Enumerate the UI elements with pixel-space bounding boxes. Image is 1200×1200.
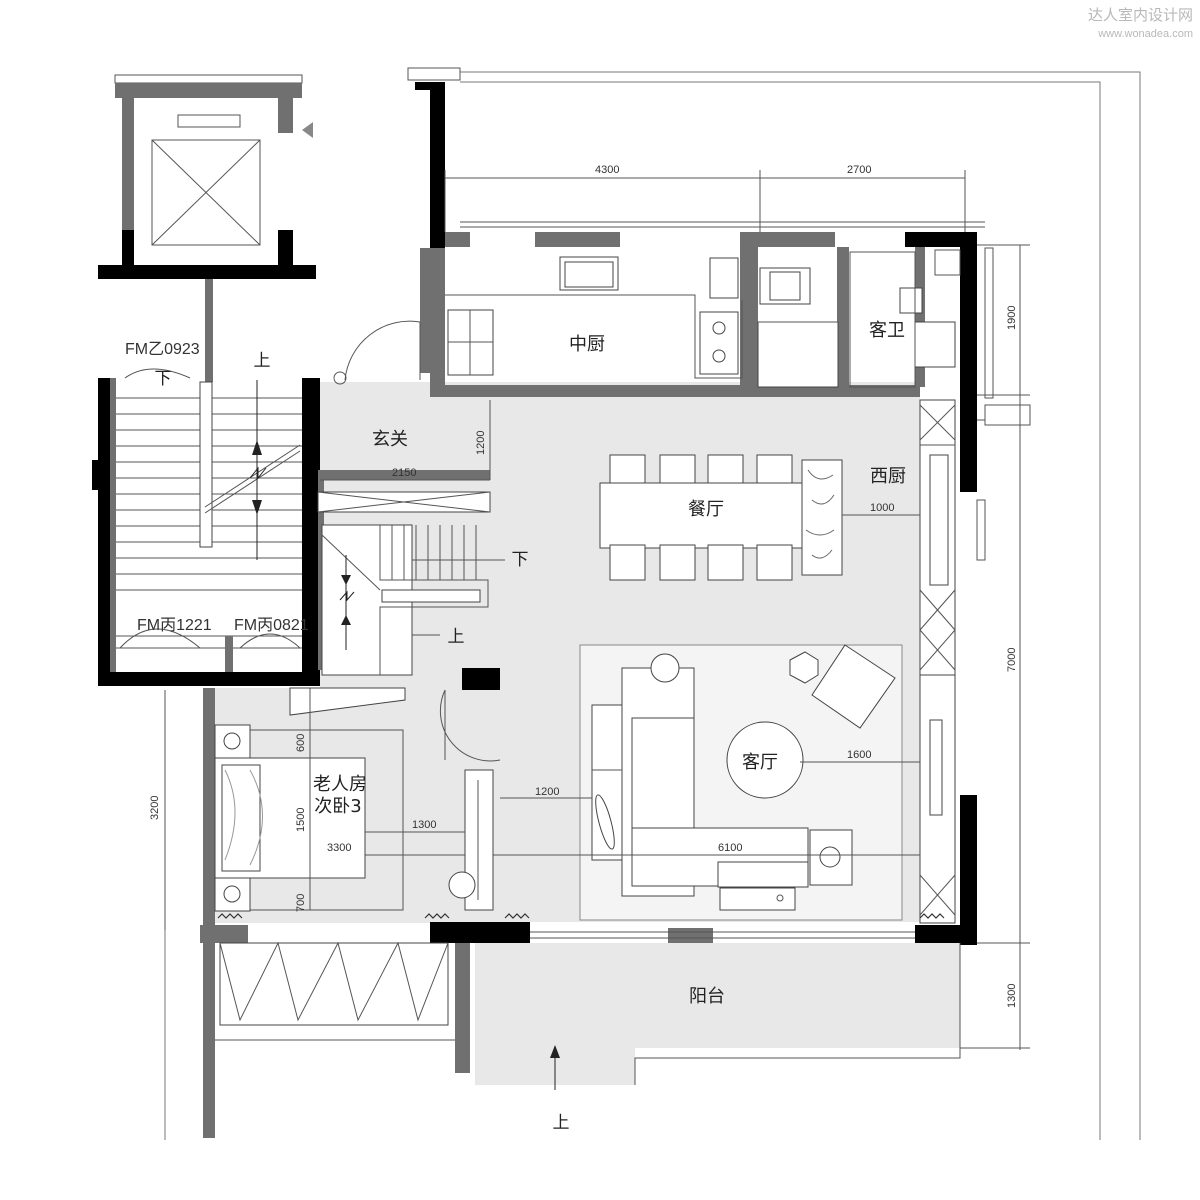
elevator bbox=[98, 74, 316, 382]
door-label-fm-c2: FM丙0821 bbox=[234, 617, 309, 634]
stairwell bbox=[92, 368, 320, 686]
dim-1600: 1600 bbox=[847, 749, 871, 761]
balcony-outline bbox=[634, 943, 961, 1085]
room-label-dining: 餐厅 bbox=[688, 499, 724, 520]
stair-up-label: 上 bbox=[254, 351, 271, 371]
balcony-window bbox=[530, 931, 915, 939]
lamp bbox=[650, 653, 680, 683]
elevator-button-icon bbox=[302, 122, 313, 138]
room-label-balcony: 阳台 bbox=[689, 986, 725, 1007]
door-label-fm-b: FM乙0923 bbox=[125, 341, 200, 358]
dim-700: 700 bbox=[295, 894, 307, 912]
guest-bath bbox=[757, 249, 961, 388]
dim-7000: 7000 bbox=[1006, 648, 1018, 672]
watermark-title: 达人室内设计网 bbox=[1088, 6, 1193, 24]
dim-600: 600 bbox=[295, 734, 307, 752]
room-label-elder-2: 次卧3 bbox=[314, 796, 361, 817]
dining-chair bbox=[659, 544, 696, 581]
dim-3200: 3200 bbox=[149, 796, 161, 820]
dim-2700: 2700 bbox=[847, 164, 871, 176]
room-label-west-kitchen: 西厨 bbox=[870, 466, 906, 487]
dining-chair bbox=[756, 544, 793, 581]
stool bbox=[789, 651, 819, 684]
shoe-cabinet bbox=[317, 491, 491, 513]
elder-bedroom bbox=[214, 687, 501, 912]
right-cabinet bbox=[919, 674, 956, 924]
inner-stair-down-label: 下 bbox=[512, 550, 529, 570]
inner-stair bbox=[321, 524, 505, 676]
dim-3300: 3300 bbox=[327, 842, 351, 854]
room-label-elder-1: 老人房 bbox=[313, 774, 367, 795]
balcony-up-arrow bbox=[550, 1045, 560, 1090]
dining-chair bbox=[707, 544, 744, 581]
radiators bbox=[217, 913, 945, 919]
room-label-living: 客厅 bbox=[742, 752, 778, 773]
exterior-pipe bbox=[976, 247, 1031, 561]
dimension-top bbox=[444, 170, 966, 232]
dim-1300-bed: 1300 bbox=[412, 819, 436, 831]
dining-chair bbox=[609, 544, 646, 581]
dining-area bbox=[599, 454, 843, 581]
dim-1900: 1900 bbox=[1006, 306, 1018, 330]
dim-6100: 6100 bbox=[718, 842, 742, 854]
dimension-right bbox=[960, 244, 1030, 1050]
entrance-door bbox=[333, 320, 421, 385]
top-window bbox=[460, 221, 985, 228]
middle-kitchen bbox=[445, 256, 743, 379]
west-kitchen bbox=[842, 399, 956, 676]
dim-1000: 1000 bbox=[870, 502, 894, 514]
marble-island bbox=[801, 459, 843, 576]
dining-table bbox=[599, 482, 803, 549]
main-walls bbox=[200, 67, 977, 1138]
stair-down-label: 下 bbox=[155, 369, 172, 389]
dimension-entrance bbox=[320, 400, 491, 481]
dim-1300: 1300 bbox=[1006, 984, 1018, 1008]
coffee-table bbox=[726, 721, 804, 799]
dim-1200-entrance: 1200 bbox=[475, 431, 487, 455]
door-label-fm-c1: FM丙1221 bbox=[137, 617, 212, 634]
dim-1200-living: 1200 bbox=[535, 786, 559, 798]
room-label-guest-bath: 客卫 bbox=[869, 320, 905, 341]
room-label-middle-kitchen: 中厨 bbox=[569, 334, 605, 355]
dim-1500: 1500 bbox=[295, 808, 307, 832]
inner-stair-up-label: 上 bbox=[448, 627, 465, 647]
armchair bbox=[811, 644, 896, 729]
watermark-url: www.wonadea.com bbox=[1097, 28, 1193, 40]
balcony-up-label: 上 bbox=[553, 1113, 570, 1133]
balcony-storage bbox=[215, 941, 455, 1041]
room-label-entrance: 玄关 bbox=[372, 429, 408, 450]
dim-4300: 4300 bbox=[595, 164, 619, 176]
dim-2150: 2150 bbox=[392, 467, 416, 479]
